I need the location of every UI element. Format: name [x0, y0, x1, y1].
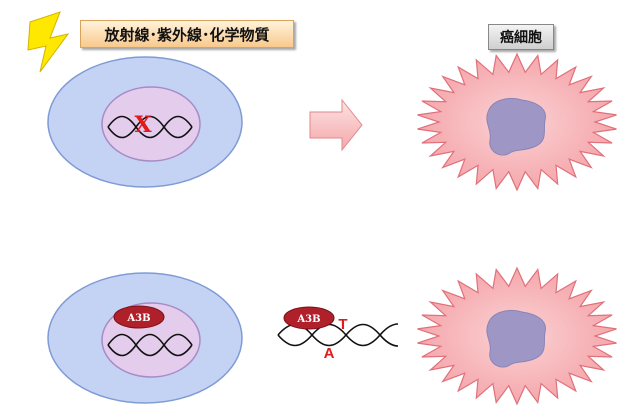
dna-damage-mark: X: [134, 112, 152, 138]
cancer-cell-label-box: 癌細胞: [488, 24, 554, 50]
a3b-protein-label: A3B: [296, 314, 320, 325]
normal-cell-top: X: [47, 56, 243, 188]
dna-mutation-detail: A3B T A: [277, 306, 399, 362]
dna-strand: [107, 333, 193, 357]
a3b-protein: [283, 306, 335, 330]
cancer-cell-nucleus: [486, 98, 546, 156]
dna-strand: [107, 115, 193, 139]
cell-nucleus: [101, 86, 201, 162]
dna-strand: [107, 333, 193, 357]
mutation-base-lower: A: [324, 345, 335, 362]
dna-strand: [107, 115, 193, 139]
cancer-cell-nucleus: [486, 310, 546, 368]
right-arrow-icon: [309, 98, 363, 152]
lightning-bolt-icon: [27, 11, 70, 73]
mutagen-label-box: 放射線･紫外線･化学物質: [80, 20, 294, 48]
cancer-cell-label: 癌細胞: [500, 30, 542, 46]
mutation-base-upper: T: [338, 316, 347, 333]
dna-strand: [277, 323, 399, 347]
cancer-cell-bottom: [417, 266, 617, 406]
mutagen-label: 放射線･紫外線･化学物質: [104, 25, 270, 44]
cancer-cell-top: [417, 52, 617, 192]
a3b-protein-label: A3B: [126, 313, 150, 324]
a3b-protein: [113, 305, 165, 329]
normal-cell-bottom: A3B: [47, 272, 243, 404]
